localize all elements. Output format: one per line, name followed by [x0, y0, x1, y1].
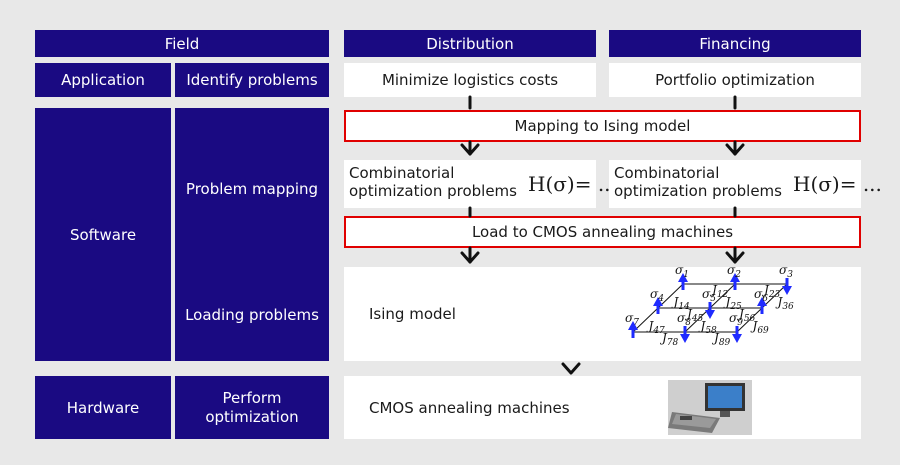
row-label-application: Application [35, 63, 171, 97]
cmos-machine-box: CMOS annealing machines [344, 376, 861, 439]
spin-down-arrow [705, 302, 715, 319]
mapping-to-ising-box: Mapping to Ising model [344, 110, 861, 142]
distribution-hamiltonian: H(σ)= ... [528, 172, 617, 196]
financing-co-box [609, 160, 861, 208]
distribution-co-line1: Combinatorial [349, 164, 455, 182]
spin-label: σ3 [779, 263, 793, 280]
coupling-edge [761, 283, 788, 309]
financing-co-line2: optimization problems [614, 182, 782, 200]
coupling-edge [736, 307, 763, 333]
row-label-hardware: Hardware [35, 376, 171, 439]
spin-up-arrow [730, 273, 740, 290]
spin-up-arrow [653, 297, 663, 314]
coupling-edge [632, 307, 659, 333]
coupling-edge [684, 307, 711, 333]
step-perform-optimization: Perform optimization [175, 376, 329, 439]
coupling-edge [657, 283, 684, 309]
spin-up-arrow [678, 273, 688, 290]
flow-arrows [460, 95, 745, 375]
step-perform-line2: optimization [205, 407, 299, 426]
header-field: Field [35, 30, 329, 57]
cmos-machine-label: CMOS annealing machines [369, 398, 570, 417]
ising-model-box: Ising model [344, 267, 861, 361]
financing-hamiltonian: H(σ)= ... [793, 172, 882, 196]
header-distribution: Distribution [344, 30, 596, 57]
coupling-label: J36 [775, 295, 795, 312]
arrow-down-icon [460, 251, 480, 264]
row-label-software: Software [35, 108, 171, 361]
spin-up-arrow [757, 297, 767, 314]
step-perform-line1: Perform [222, 388, 282, 407]
load-to-cmos-box: Load to CMOS annealing machines [344, 216, 861, 248]
cmos-machine-photo [668, 380, 752, 435]
arrow-down-icon [725, 251, 745, 264]
coupling-label: J69 [750, 319, 770, 336]
distribution-co-box [344, 160, 596, 208]
coupling-label: J78 [659, 331, 679, 348]
spin-down-arrow [782, 278, 792, 295]
coupling-label: J89 [711, 331, 731, 348]
financing-problem: Portfolio optimization [609, 63, 861, 97]
financing-co-line1: Combinatorial [614, 164, 720, 182]
distribution-co-line2: optimization problems [349, 182, 517, 200]
arrow-down-icon [460, 143, 480, 156]
header-financing: Financing [609, 30, 861, 57]
spin-down-arrow [732, 326, 742, 343]
spin-up-arrow [628, 321, 638, 338]
arrow-down-icon [561, 362, 581, 375]
ising-model-label: Ising model [369, 305, 456, 323]
distribution-problem: Minimize logistics costs [344, 63, 596, 97]
step-loading-problems: Loading problems [185, 306, 319, 324]
step-problem-mapping: Problem mapping [175, 108, 329, 361]
spin-down-arrow [680, 326, 690, 343]
coupling-edge [709, 283, 736, 309]
step-identify-problems: Identify problems [175, 63, 329, 97]
arrow-down-icon [725, 143, 745, 156]
